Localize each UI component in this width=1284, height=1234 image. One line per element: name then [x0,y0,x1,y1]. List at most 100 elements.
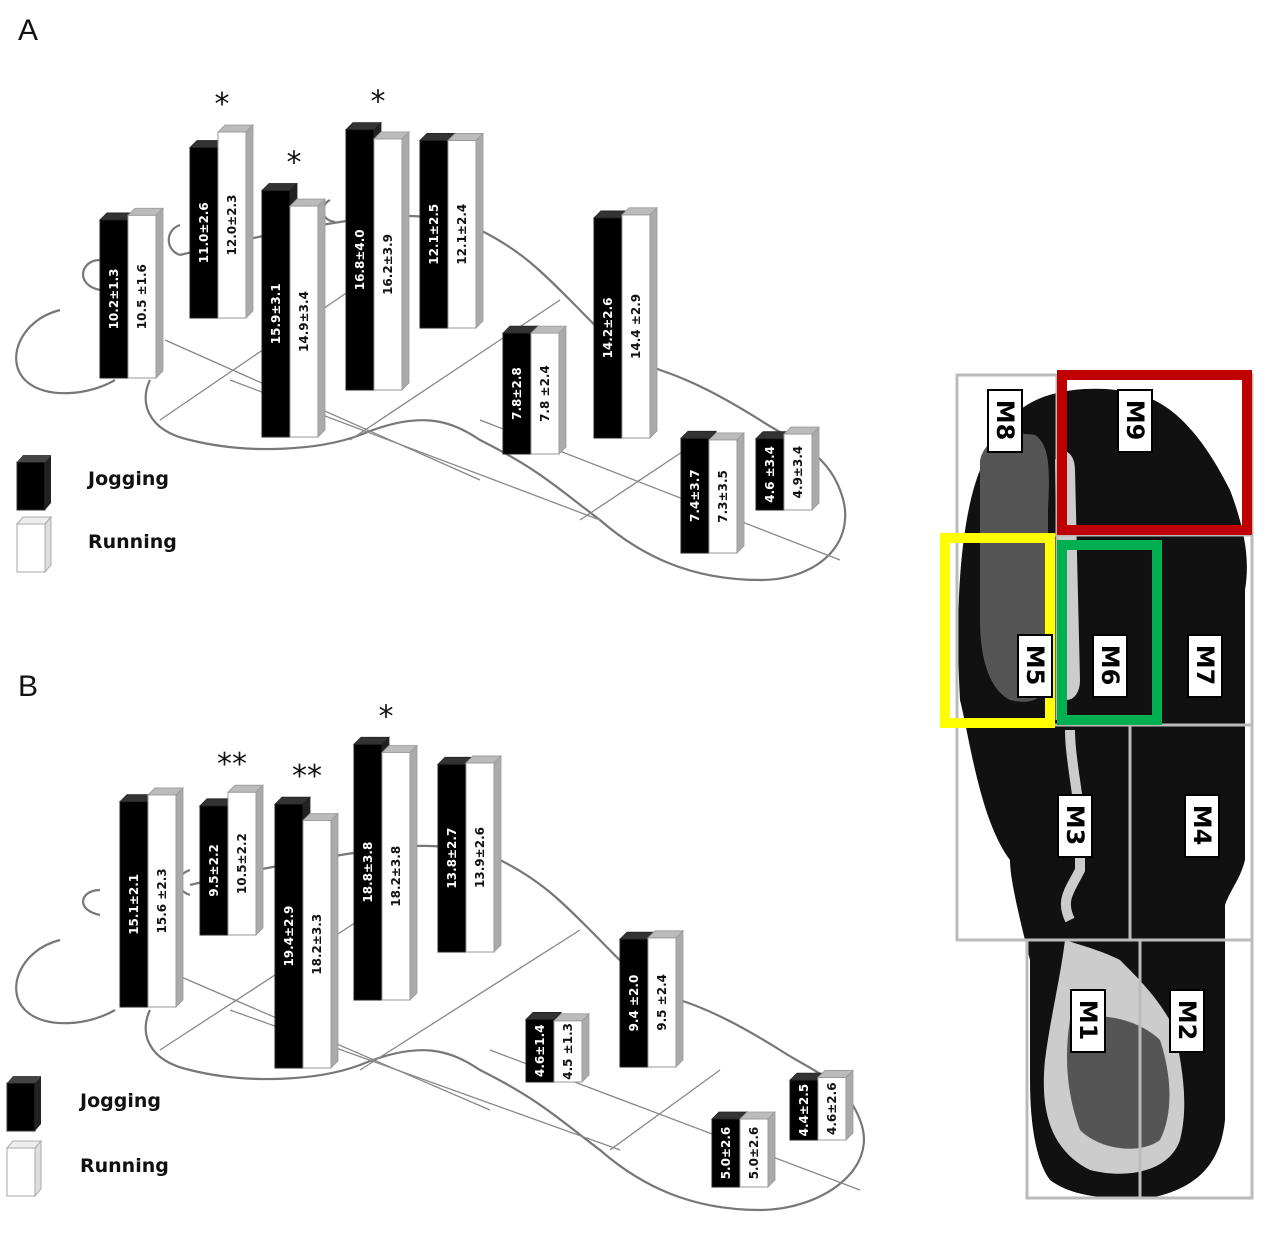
legend-a [15,455,53,574]
b-data-label-jogging-1: 15.1±2.1 [127,874,141,935]
b-data-label-jogging-7: 9.4 ±2.0 [627,975,641,1032]
b-bar-running-1: 15.6 ±2.3 [147,786,184,1008]
panel-a-chart: 10.2±1.3 10.5 ±1.6 11.0±2.6 12.0±2.3 * 15.9±3… [15,85,847,582]
a-bar-running-7: 14.4 ±2.9 [621,206,658,439]
svg-text:M5: M5 [1021,645,1049,686]
highlight-box-m5 [940,533,1055,728]
b-bar-pair-1: 15.1±2.1 15.6 ±2.3 [119,786,184,1008]
a-bar-running-4: 16.2±3.9 [373,130,410,391]
a-bar-running-2: 12.0±2.3 [217,124,254,319]
b-bar-running-2: 10.5±2.2 [227,784,264,936]
a-bar-running-6: 7.8 ±2.4 [530,325,567,455]
b-data-label-running-2: 10.5±2.2 [235,833,249,894]
a-data-label-running-4: 16.2±3.9 [381,234,395,295]
a-data-label-running-8: 7.3±3.5 [716,470,730,523]
b-bar-running-7: 9.5 ±2.4 [647,929,684,1068]
legend-jogging-swatch-a [16,455,51,511]
legend-running-label-b: Running [80,1155,169,1177]
a-bar-pair-9: 4.6 ±3.4 4.9±3.4 [755,426,820,511]
a-data-label-jogging-5: 12.1±2.5 [427,204,441,265]
b-significance-marker-3: ** [292,759,322,794]
b-significance-marker-4: * [379,699,394,734]
b-significance-marker-2: ** [217,747,247,782]
region-label-m6: M6 [1092,634,1128,698]
b-bar-running-9: 4.6±2.6 [817,1069,854,1141]
b-data-label-running-6: 4.5 ±1.3 [561,1023,575,1080]
a-data-label-running-5: 12.1±2.4 [455,204,469,265]
legend-jogging-label-b: Jogging [80,1090,161,1112]
svg-text:M3: M3 [1061,805,1089,846]
b-data-label-running-7: 9.5 ±2.4 [655,974,669,1031]
svg-text:M6: M6 [1096,645,1124,686]
svg-text:M4: M4 [1188,805,1216,846]
foot-region-map: M1 M2 M3 M4 M5 M6 M7 M8 M9 [940,370,1254,1200]
region-label-m1: M1 [1070,989,1106,1053]
highlight-box-m9 [1057,370,1252,535]
a-significance-marker-4: * [371,85,386,120]
a-data-label-jogging-7: 14.2±2.6 [601,297,615,358]
b-bar-pair-3: 19.4±2.9 18.2±3.3 ** [274,759,339,1069]
b-bar-running-6: 4.5 ±1.3 [553,1012,590,1083]
b-bar-running-3: 18.2±3.3 [302,812,339,1069]
a-bar-pair-7: 14.2±2.6 14.4 ±2.9 [593,206,658,439]
b-data-label-jogging-2: 9.5±2.2 [207,844,221,897]
a-data-label-jogging-2: 11.0±2.6 [197,202,211,263]
b-data-label-jogging-9: 4.4±2.5 [797,1084,811,1137]
legend-running-swatch-b [5,1139,43,1198]
b-data-label-jogging-3: 19.4±2.9 [282,906,296,967]
a-data-label-jogging-3: 15.9±3.1 [269,283,283,344]
b-data-label-jogging-8: 5.0±2.6 [719,1127,733,1180]
a-data-label-running-2: 12.0±2.3 [225,195,239,256]
a-data-label-running-1: 10.5 ±1.6 [135,264,149,329]
b-data-label-running-8: 5.0±2.6 [747,1127,761,1180]
b-bar-pair-8: 5.0±2.6 5.0±2.6 [711,1111,776,1188]
legend-b [5,1076,43,1198]
region-label-m5: M5 [1017,634,1053,698]
a-data-label-running-3: 14.9±3.4 [297,291,311,352]
b-bar-running-4: 18.2±3.8 [381,744,418,1001]
svg-text:M9: M9 [1121,400,1149,441]
svg-text:M7: M7 [1191,645,1219,686]
region-label-m3: M3 [1057,794,1093,858]
region-label-m4: M4 [1184,794,1220,858]
b-data-label-running-1: 15.6 ±2.3 [155,868,169,933]
b-data-label-running-9: 4.6±2.6 [825,1082,839,1135]
panel-b-label: B [18,670,39,703]
a-bar-running-8: 7.3±3.5 [708,431,745,554]
b-bar-jogging-7: 9.4 ±2.0 [619,931,656,1068]
a-bar-pair-1: 10.2±1.3 10.5 ±1.6 [99,207,164,379]
b-bar-running-5: 13.9±2.6 [465,754,502,953]
a-bar-running-9: 4.9±3.4 [783,426,820,511]
region-label-m2: M2 [1169,989,1205,1053]
b-data-label-running-5: 13.9±2.6 [473,827,487,888]
b-data-label-running-3: 18.2±3.3 [310,914,324,975]
a-data-label-jogging-9: 4.6 ±3.4 [763,446,777,503]
highlight-box-m6 [1057,540,1162,725]
a-bar-running-3: 14.9±3.4 [289,198,326,438]
svg-text:M1: M1 [1074,1000,1102,1041]
region-label-m8: M8 [987,389,1023,453]
region-label-m7: M7 [1187,634,1223,698]
b-bar-pair-7: 9.4 ±2.0 9.5 ±2.4 [619,929,684,1068]
panel-a-label: A [18,14,39,47]
a-bar-pair-5: 12.1±2.5 12.1±2.4 [419,132,484,329]
legend-running-label-a: Running [88,531,177,553]
a-data-label-running-7: 14.4 ±2.9 [629,294,643,359]
foot-silhouette [958,388,1247,1199]
a-bar-running-5: 12.1±2.4 [447,132,484,329]
legend-running-swatch-a [15,515,53,574]
svg-text:M2: M2 [1173,1000,1201,1041]
a-data-label-jogging-6: 7.8±2.8 [510,367,524,420]
legend-jogging-swatch-b [6,1076,41,1132]
b-bar-running-8: 5.0±2.6 [739,1111,776,1188]
region-label-m9: M9 [1117,389,1153,453]
a-data-label-jogging-1: 10.2±1.3 [107,268,121,329]
